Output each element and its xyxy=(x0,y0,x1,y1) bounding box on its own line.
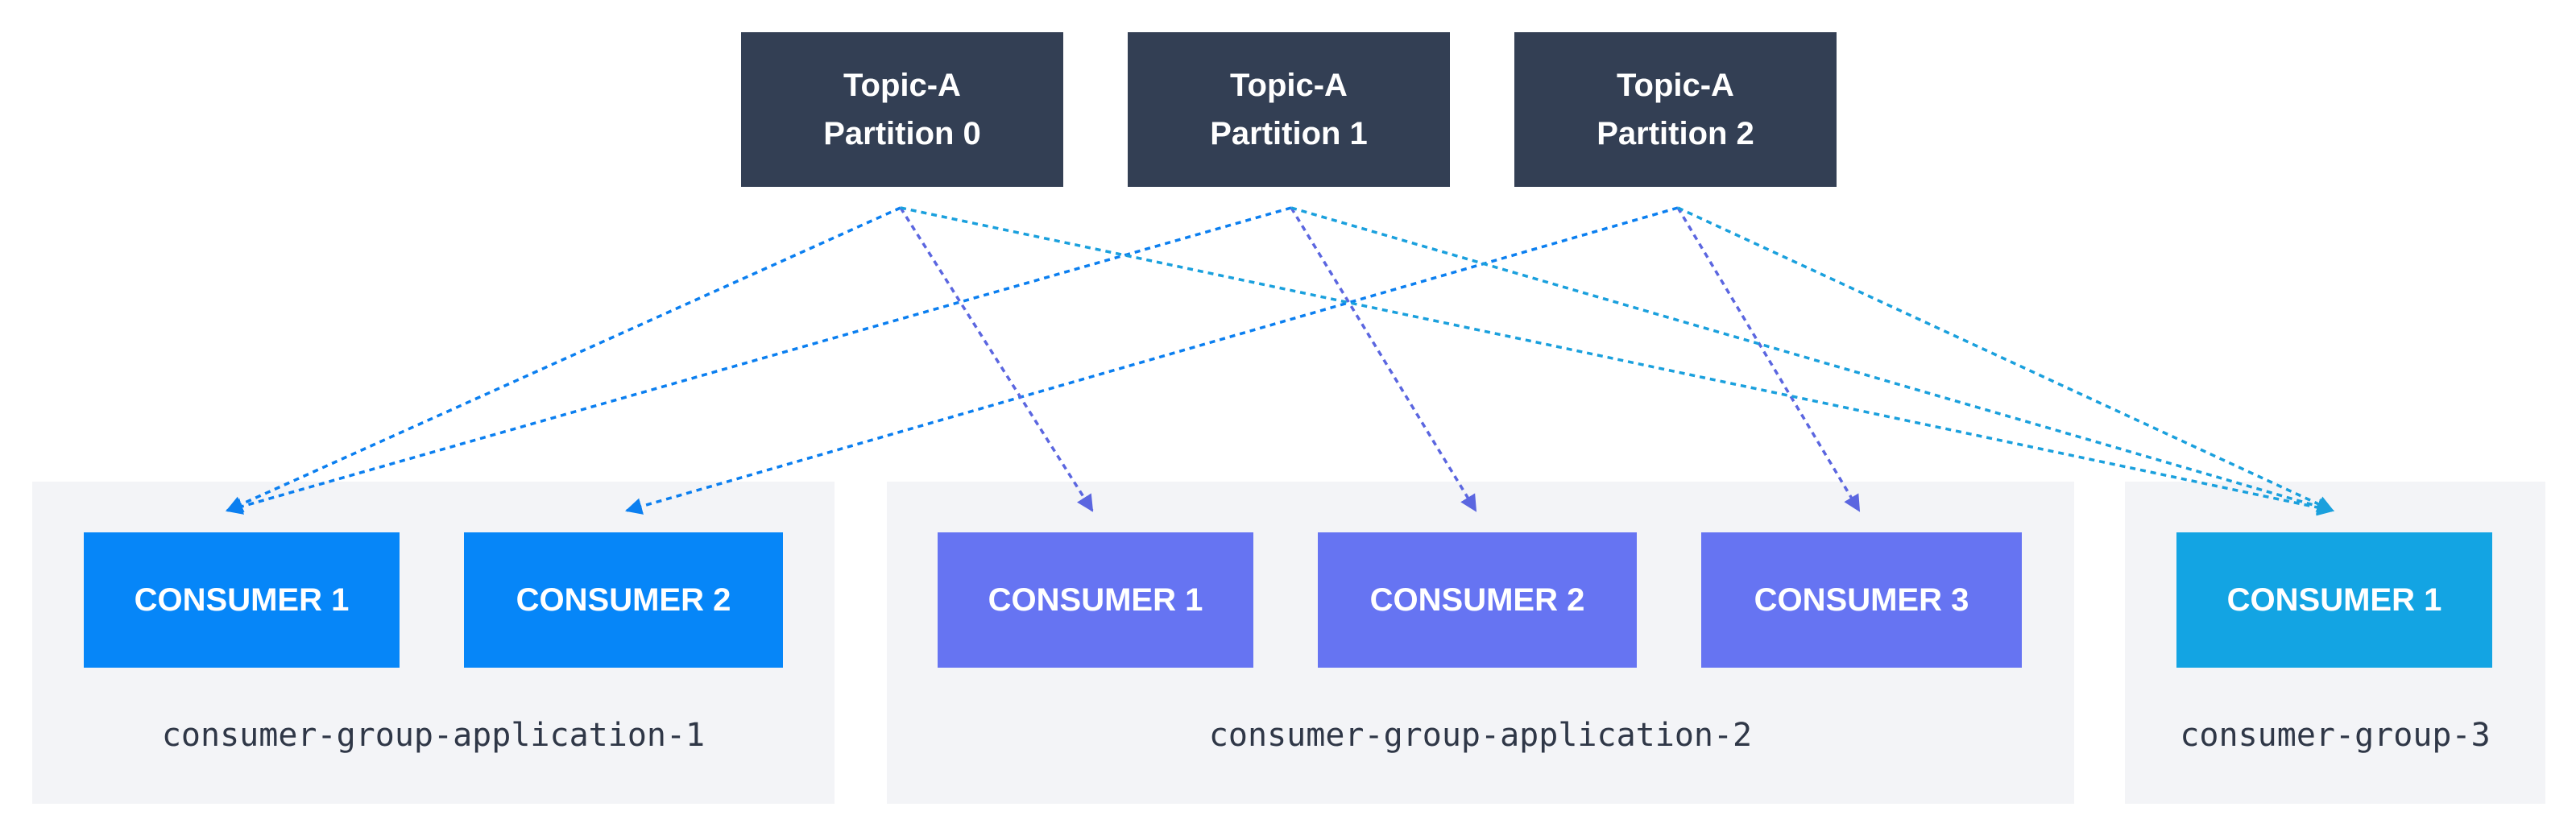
arrow-topic-1-to-group-1-consumer-1 xyxy=(225,206,1292,515)
group-2-consumer-2: CONSUMER 2 xyxy=(1318,532,1637,668)
group-2-consumer-3: CONSUMER 3 xyxy=(1701,532,2022,668)
group-2-consumer-1: CONSUMER 1 xyxy=(938,532,1253,668)
group-1-consumer-1: CONSUMER 1 xyxy=(84,532,400,668)
consumer-group-3-label: consumer-group-3 xyxy=(2180,717,2491,754)
group-3-consumer-1-label: CONSUMER 1 xyxy=(2226,581,2442,618)
group-2-consumer-1-label: CONSUMER 1 xyxy=(988,581,1203,618)
arrow-topic-2-to-group-2-consumer-3 xyxy=(1676,207,1861,512)
group-1-consumer-1-label: CONSUMER 1 xyxy=(134,581,350,618)
topic-partition-1-number: Partition 1 xyxy=(1210,116,1368,151)
topic-partition-0-name: Topic-A xyxy=(843,68,961,103)
topic-partition-1: Topic-A Partition 1 xyxy=(1128,32,1450,187)
group-1-consumer-2-label: CONSUMER 2 xyxy=(516,581,731,618)
arrow-topic-2-to-group-3-consumer-1 xyxy=(1677,206,2334,512)
topic-partition-1-name: Topic-A xyxy=(1230,68,1348,103)
topic-partition-2-name: Topic-A xyxy=(1617,68,1734,103)
topic-partition-0: Topic-A Partition 0 xyxy=(741,32,1063,187)
group-1-consumer-2: CONSUMER 2 xyxy=(464,532,783,668)
arrow-topic-2-to-group-1-consumer-2 xyxy=(624,206,1679,515)
topic-partition-2-number: Partition 2 xyxy=(1597,116,1754,151)
group-3-consumer-1: CONSUMER 1 xyxy=(2176,532,2492,668)
arrow-topic-0-to-group-3-consumer-1 xyxy=(900,206,2335,516)
consumer-group-1-label: consumer-group-application-1 xyxy=(161,717,706,754)
arrow-topic-0-to-group-2-consumer-1 xyxy=(899,207,1094,512)
topic-partition-0-number: Partition 0 xyxy=(823,116,981,151)
topic-partition-2: Topic-A Partition 2 xyxy=(1514,32,1837,187)
consumer-group-2-label: consumer-group-application-2 xyxy=(1208,717,1753,754)
group-2-consumer-3-label: CONSUMER 3 xyxy=(1754,581,1969,618)
arrow-topic-1-to-group-2-consumer-2 xyxy=(1290,207,1477,512)
arrow-topic-1-to-group-3-consumer-1 xyxy=(1290,206,2335,515)
group-2-consumer-2-label: CONSUMER 2 xyxy=(1369,581,1585,618)
arrow-topic-0-to-group-1-consumer-1 xyxy=(226,206,901,512)
